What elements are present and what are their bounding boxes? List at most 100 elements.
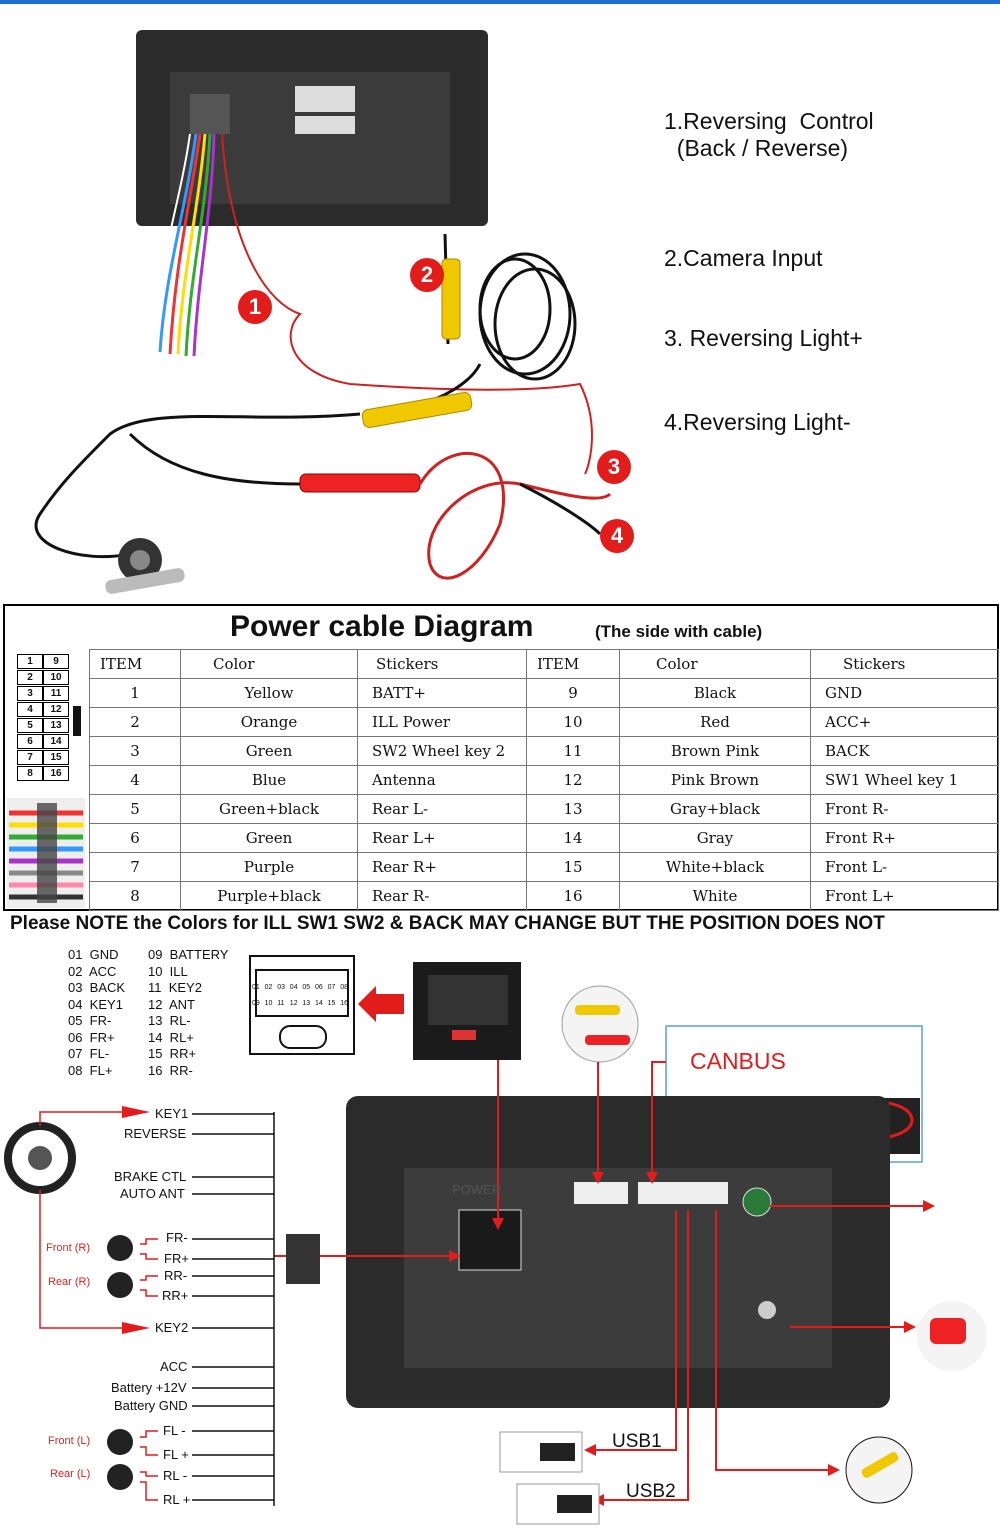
table-cell: White bbox=[619, 881, 811, 911]
table-cell: BACK bbox=[810, 736, 999, 766]
connector-pin-number: 01 bbox=[252, 984, 260, 991]
table-cell: Gray+black bbox=[619, 794, 811, 824]
table-cell: 1 bbox=[89, 678, 181, 708]
pin-label: 9 bbox=[43, 654, 69, 669]
label-battery: Battery +12V bbox=[111, 1380, 187, 1395]
pin-label: 12 bbox=[43, 702, 69, 717]
label-rl-plus: RL + bbox=[163, 1492, 191, 1507]
table-cell: 2 bbox=[89, 707, 181, 737]
steering-wheel bbox=[4, 1122, 76, 1194]
usb1-photo bbox=[499, 1431, 583, 1473]
table-cell: BATT+ bbox=[357, 678, 527, 708]
table-cell: White+black bbox=[619, 852, 811, 882]
usb1-label: USB1 bbox=[612, 1431, 662, 1452]
pin-label: 5 bbox=[17, 718, 43, 733]
label-acc: ACC bbox=[160, 1359, 188, 1374]
speakers bbox=[107, 1235, 133, 1490]
connector-pin-number: 10 bbox=[264, 1000, 273, 1007]
label-rr-minus: RR- bbox=[164, 1268, 188, 1283]
color-note: Please NOTE the Colors for ILL SW1 SW2 &… bbox=[10, 913, 885, 934]
pin-label: 6 bbox=[17, 734, 43, 749]
table-cell: Front R+ bbox=[810, 823, 999, 853]
label-rear-r: Rear (R) bbox=[48, 1276, 91, 1288]
harness-connector-photo bbox=[7, 798, 85, 908]
table-cell: 10 bbox=[526, 707, 620, 737]
table-cell: 15 bbox=[526, 852, 620, 882]
table-cell: 8 bbox=[89, 881, 181, 911]
connector-pin-number: 11 bbox=[277, 1000, 285, 1007]
callout-reversing-control: 1.Reversing Control (Back / Reverse) bbox=[664, 108, 874, 161]
header-stickers: Stickers bbox=[357, 649, 527, 679]
marker-1: 1 bbox=[238, 290, 272, 324]
top-accent-bar bbox=[0, 0, 1000, 4]
label-rl-minus: RL - bbox=[163, 1468, 188, 1483]
table-cell: 16 bbox=[526, 881, 620, 911]
connector-pin-number: 08 bbox=[340, 984, 348, 991]
connector-pin-number: 02 bbox=[264, 984, 273, 991]
table-cell: Red bbox=[619, 707, 811, 737]
label-front-r: Front (R) bbox=[46, 1242, 90, 1254]
connector-pin-number: 12 bbox=[289, 1000, 298, 1007]
pin-label: 3 bbox=[17, 686, 43, 701]
pin-label: 1 bbox=[17, 654, 43, 669]
power-table-subtitle: (The side with cable) bbox=[595, 622, 763, 641]
head-unit-rear bbox=[346, 1096, 890, 1408]
reverse-camera-illustration bbox=[34, 30, 612, 594]
table-cell: Front R- bbox=[810, 794, 999, 824]
table-cell: Pink Brown bbox=[619, 765, 811, 795]
connector-arrow bbox=[358, 986, 404, 1022]
label-fr-minus: FR- bbox=[166, 1230, 188, 1245]
table-cell: Gray bbox=[619, 823, 811, 853]
table-cell: 9 bbox=[526, 678, 620, 708]
label-battery-gnd: Battery GND bbox=[114, 1398, 188, 1413]
table-cell: Purple bbox=[180, 852, 358, 882]
table-cell: Rear L+ bbox=[357, 823, 527, 853]
table-cell: Front L+ bbox=[810, 881, 999, 911]
table-cell: ILL Power bbox=[357, 707, 527, 737]
table-cell: Purple+black bbox=[180, 881, 358, 911]
canbus-box bbox=[665, 1025, 923, 1163]
connector-pin-number: 15 bbox=[327, 1000, 336, 1007]
header-item-2: ITEM bbox=[526, 649, 620, 679]
table-cell: Antenna bbox=[357, 765, 527, 795]
marker-4: 4 bbox=[600, 519, 634, 553]
header-stickers-2: Stickers bbox=[810, 649, 999, 679]
table-cell: 3 bbox=[89, 736, 181, 766]
power-cable-diagram: Power cable Diagram (The side with cable… bbox=[3, 604, 999, 911]
pin-label: 11 bbox=[43, 686, 69, 701]
label-rr-plus: RR+ bbox=[162, 1288, 189, 1303]
canbus-label: CANBUS bbox=[690, 1048, 786, 1074]
table-cell: Front L- bbox=[810, 852, 999, 882]
usb2-label: USB2 bbox=[626, 1481, 676, 1502]
table-cell: Blue bbox=[180, 765, 358, 795]
connector-pin-number: 16 bbox=[340, 1000, 348, 1007]
header-item: ITEM bbox=[89, 649, 181, 679]
power-cable-table: ITEM Color Stickers ITEM Color Stickers … bbox=[89, 649, 999, 911]
table-cell: 14 bbox=[526, 823, 620, 853]
pin-label: 10 bbox=[43, 670, 69, 685]
pin-label: 8 bbox=[17, 766, 43, 781]
connector-pin-number: 07 bbox=[327, 984, 336, 991]
table-header-row: ITEM Color Stickers ITEM Color Stickers bbox=[89, 649, 999, 679]
pin-label: 13 bbox=[43, 718, 69, 733]
pin-label: 16 bbox=[43, 766, 69, 781]
table-cell: 13 bbox=[526, 794, 620, 824]
camera-input-photo bbox=[845, 1436, 913, 1504]
gps-antenna-photo bbox=[917, 1301, 987, 1371]
connector-pin-number: 14 bbox=[315, 1000, 323, 1007]
table-cell: Brown Pink bbox=[619, 736, 811, 766]
header-color-2: Color bbox=[619, 649, 811, 679]
usb2-photo bbox=[516, 1483, 600, 1525]
connector-pin-number: 06 bbox=[315, 984, 323, 991]
label-key1: KEY1 bbox=[155, 1106, 189, 1121]
connector-pin-number: 09 bbox=[252, 1000, 260, 1007]
callout-camera-input: 2.Camera Input bbox=[664, 245, 823, 271]
table-cell: 5 bbox=[89, 794, 181, 824]
warning-icons bbox=[682, 1122, 815, 1157]
reverse-camera-section: 1 2 3 4 1.Reversing Control (Back / Reve… bbox=[0, 4, 1000, 602]
